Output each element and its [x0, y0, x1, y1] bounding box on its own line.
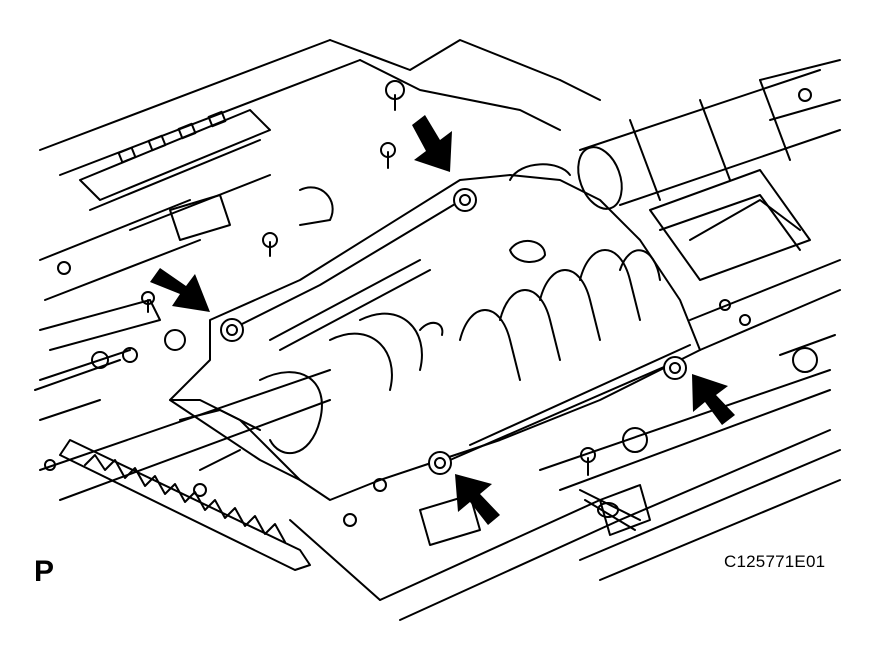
view-letter: P	[34, 555, 55, 588]
studs	[44, 80, 818, 527]
floor-cutouts	[169, 163, 651, 546]
lower-left-bracket	[59, 399, 311, 571]
heat-insulator	[169, 174, 701, 501]
figure-code: C125771E01	[724, 552, 826, 571]
exhaust-pipe	[577, 69, 841, 210]
arrow-icon	[692, 374, 735, 425]
muffler-block	[649, 169, 811, 281]
arrow-icon	[455, 474, 500, 525]
right-stud-rod	[579, 489, 641, 531]
vehicle-floor-structure	[34, 39, 841, 621]
arrow-icon	[150, 268, 210, 312]
seat-rail-ladder	[79, 109, 271, 231]
left-side-details	[39, 299, 186, 421]
arrow-icon	[412, 115, 452, 172]
bolt-icon	[220, 188, 687, 475]
